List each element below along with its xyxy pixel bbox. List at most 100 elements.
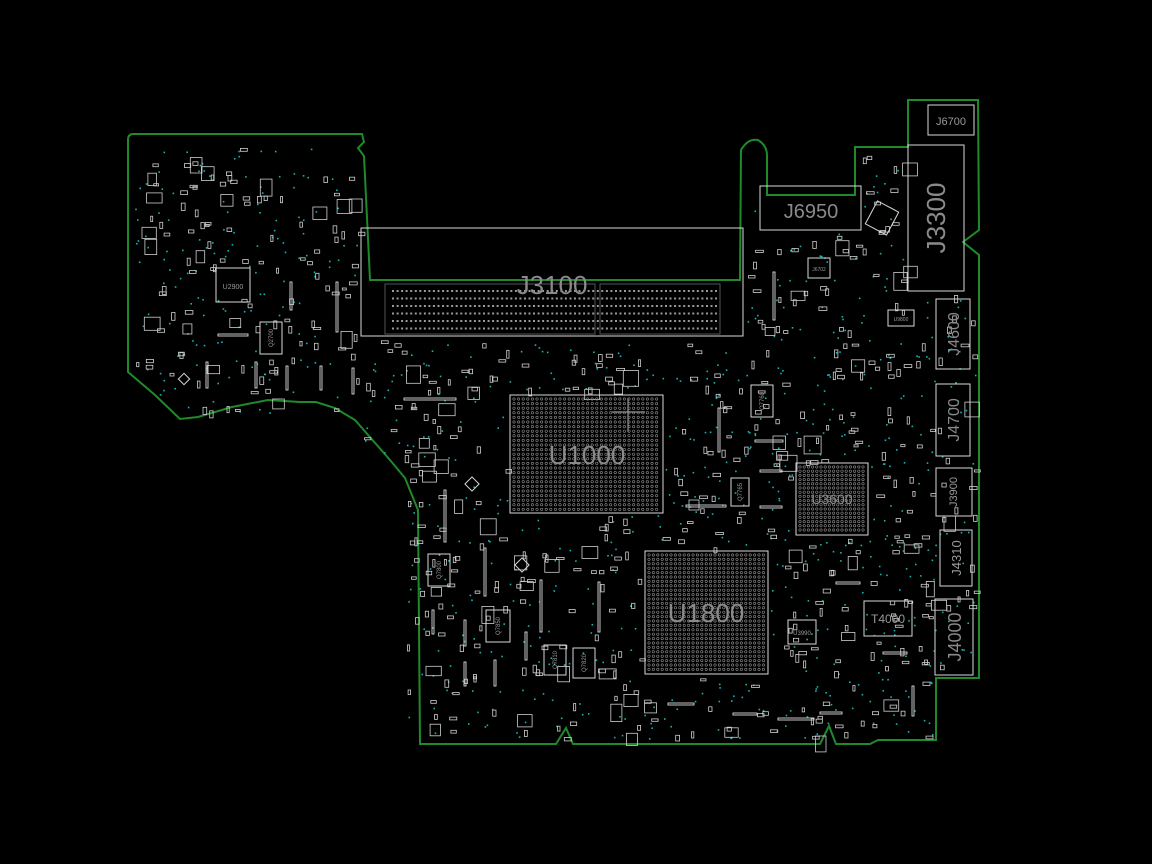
- bga-ball: [669, 593, 673, 597]
- pin: [624, 305, 626, 307]
- bga-ball: [735, 597, 739, 601]
- bga-ball: [665, 619, 669, 623]
- bga-ball: [650, 498, 654, 502]
- bga-ball: [627, 457, 631, 461]
- bga-ball: [687, 597, 691, 601]
- smd-pad: [800, 411, 805, 419]
- pin: [706, 327, 708, 330]
- via: [423, 362, 425, 365]
- connector-j3900: J3900: [935, 467, 973, 517]
- via: [436, 448, 439, 451]
- bga-ball: [618, 494, 622, 498]
- bga-ball: [844, 469, 848, 473]
- pin: [437, 290, 440, 292]
- pin: [637, 305, 640, 307]
- smd-pad: [573, 568, 582, 572]
- via: [458, 540, 460, 543]
- bga-ball: [761, 615, 765, 619]
- via: [878, 672, 880, 674]
- bga-ball: [739, 579, 743, 583]
- via: [711, 513, 714, 515]
- via: [893, 714, 895, 716]
- bga-ball: [844, 465, 848, 469]
- via: [612, 569, 614, 571]
- bga-ball: [647, 557, 651, 561]
- via: [865, 628, 868, 631]
- via: [831, 408, 834, 411]
- via: [451, 692, 454, 694]
- via: [473, 638, 475, 640]
- via: [314, 362, 317, 364]
- via: [968, 531, 970, 534]
- bga-ball: [647, 654, 651, 658]
- bga-ball: [609, 489, 613, 493]
- pin: [533, 290, 535, 292]
- via: [677, 475, 679, 477]
- smd-pad: [265, 388, 271, 394]
- smd-pad: [876, 494, 886, 498]
- via: [883, 463, 886, 465]
- bga-ball: [655, 452, 659, 456]
- bga-ball: [641, 415, 645, 419]
- bga-ball: [704, 557, 708, 561]
- via: [228, 376, 230, 379]
- bga-ball: [660, 610, 664, 614]
- bga-ball: [517, 420, 521, 424]
- bga-ball: [590, 415, 594, 419]
- bga-ball: [691, 659, 695, 663]
- bga-ball: [656, 610, 660, 614]
- via: [805, 419, 808, 422]
- pin: [546, 305, 549, 307]
- via: [884, 286, 886, 288]
- bga-ball: [806, 478, 810, 482]
- pin: [533, 327, 535, 330]
- bga-ball: [540, 457, 544, 461]
- bga-ball: [717, 654, 721, 658]
- pin: [578, 327, 581, 330]
- bga-ball: [567, 443, 571, 447]
- bga-ball: [656, 623, 660, 627]
- bga-ball: [700, 632, 704, 636]
- bga-ball: [609, 429, 613, 433]
- bga-ball: [544, 503, 548, 507]
- smd-pad: [820, 286, 828, 291]
- via: [879, 252, 882, 255]
- bga-ball: [567, 429, 571, 433]
- bga-ball: [526, 443, 530, 447]
- via: [839, 351, 841, 353]
- smd-pad: [810, 718, 814, 726]
- pin: [633, 327, 636, 330]
- bga-ball: [530, 406, 534, 410]
- via: [447, 344, 449, 346]
- via: [902, 395, 905, 397]
- bga-ball: [673, 654, 677, 658]
- bga-ball: [655, 425, 659, 429]
- bga-ball: [660, 663, 664, 667]
- smd-pad: [903, 544, 920, 554]
- bga-ball: [678, 645, 682, 649]
- via: [746, 374, 748, 377]
- bga-ball: [735, 557, 739, 561]
- bga-ball: [576, 411, 580, 415]
- bga-ball: [726, 553, 730, 557]
- bga-ball: [613, 452, 617, 456]
- smd-pad: [809, 545, 817, 549]
- bga-ball: [757, 654, 761, 658]
- bga-ball: [660, 641, 664, 645]
- bga-ball: [517, 498, 521, 502]
- bga-ball: [748, 588, 752, 592]
- via: [707, 476, 710, 478]
- bga-ball: [669, 584, 673, 588]
- smd-pad: [425, 630, 430, 636]
- bga-ball: [655, 411, 659, 415]
- bga-ball: [656, 659, 660, 663]
- via: [366, 427, 369, 430]
- via: [172, 192, 175, 195]
- bga-ball: [581, 452, 585, 456]
- bga-ball: [700, 628, 704, 632]
- via: [293, 186, 295, 189]
- pin: [401, 312, 404, 315]
- via: [780, 338, 783, 341]
- bga-ball: [645, 448, 649, 452]
- bga-ball: [544, 415, 548, 419]
